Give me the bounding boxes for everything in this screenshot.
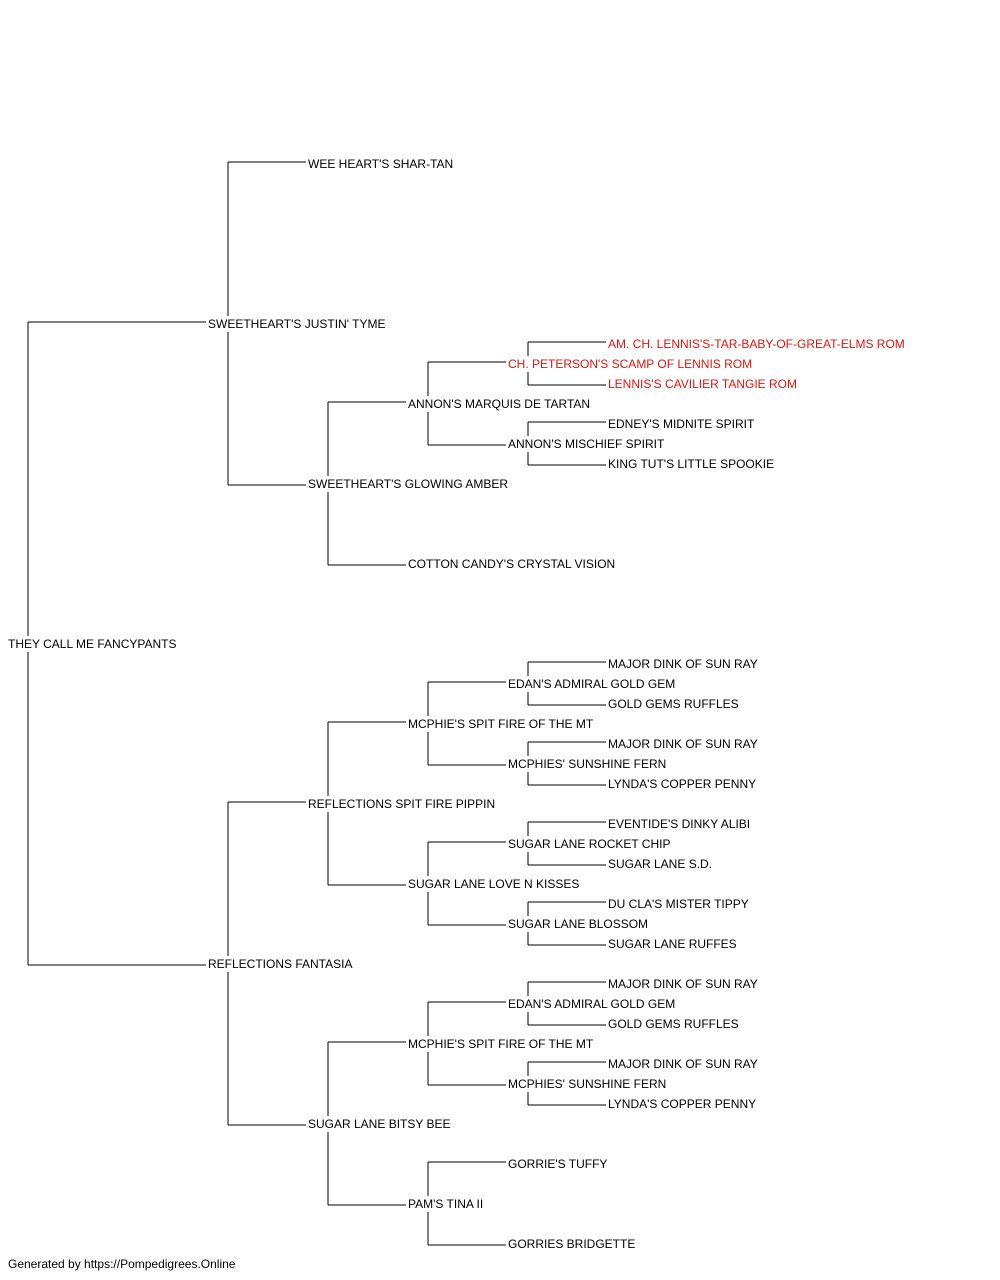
dam-sire-dam-name: SUGAR LANE LOVE N KISSES [408, 877, 579, 891]
sire-dam-sire-name: ANNON'S MARQUIS DE TARTAN [408, 397, 590, 411]
dam-sire-sire-dam-sire-name: MAJOR DINK OF SUN RAY [608, 737, 758, 751]
dam-sire-name: REFLECTIONS SPIT FIRE PIPPIN [308, 797, 495, 811]
dam-sire-dam-dam-dam-name: SUGAR LANE RUFFES [608, 937, 737, 951]
dam-dam-sire-name: MCPHIE'S SPIT FIRE OF THE MT [408, 1037, 594, 1051]
dam-dam-sire-sire-name: EDAN'S ADMIRAL GOLD GEM [508, 997, 675, 1011]
dam-dam-dam-dam-name: GORRIES BRIDGETTE [508, 1237, 635, 1251]
dam-sire-dam-dam-sire-name: DU CLA'S MISTER TIPPY [608, 897, 749, 911]
footer-credit: Generated by https://Pompedigrees.Online [8, 1257, 236, 1271]
dam-sire-dam-sire-sire-name: EVENTIDE'S DINKY ALIBI [608, 817, 750, 831]
sire-dam-sire-sire-dam-name: LENNIS'S CAVILIER TANGIE ROM [608, 377, 797, 391]
sire-dam-dam-name: COTTON CANDY'S CRYSTAL VISION [408, 557, 615, 571]
dam-dam-sire-sire-dam-name: GOLD GEMS RUFFLES [608, 1017, 739, 1031]
dog-names: THEY CALL ME FANCYPANTS SWEETHEART'S JUS… [8, 157, 905, 1251]
dam-sire-dam-sire-name: SUGAR LANE ROCKET CHIP [508, 837, 670, 851]
dam-name: REFLECTIONS FANTASIA [208, 957, 352, 971]
dam-sire-sire-sire-name: EDAN'S ADMIRAL GOLD GEM [508, 677, 675, 691]
sire-dam-sire-dam-name: ANNON'S MISCHIEF SPIRIT [508, 437, 665, 451]
dam-dam-sire-dam-dam-name: LYNDA'S COPPER PENNY [608, 1097, 756, 1111]
sire-dam-sire-sire-name: CH. PETERSON'S SCAMP OF LENNIS ROM [508, 357, 752, 371]
subject-name: THEY CALL ME FANCYPANTS [8, 637, 177, 651]
dam-sire-sire-name: MCPHIE'S SPIT FIRE OF THE MT [408, 717, 594, 731]
sire-dam-name: SWEETHEART'S GLOWING AMBER [308, 477, 508, 491]
sire-dam-sire-sire-sire-name: AM. CH. LENNIS'S-TAR-BABY-OF-GREAT-ELMS … [608, 337, 905, 351]
sire-name: SWEETHEART'S JUSTIN' TYME [208, 317, 386, 331]
dam-dam-sire-sire-sire-name: MAJOR DINK OF SUN RAY [608, 977, 758, 991]
dam-sire-dam-dam-name: SUGAR LANE BLOSSOM [508, 917, 648, 931]
dam-sire-sire-dam-dam-name: LYNDA'S COPPER PENNY [608, 777, 756, 791]
dam-dam-name: SUGAR LANE BITSY BEE [308, 1117, 451, 1131]
dam-dam-sire-dam-sire-name: MAJOR DINK OF SUN RAY [608, 1057, 758, 1071]
connector-lines [27, 161, 606, 1246]
dam-dam-dam-name: PAM'S TINA II [408, 1197, 483, 1211]
dam-sire-sire-dam-name: MCPHIES' SUNSHINE FERN [508, 757, 666, 771]
dam-sire-sire-sire-sire-name: MAJOR DINK OF SUN RAY [608, 657, 758, 671]
dam-dam-dam-sire-name: GORRIE'S TUFFY [508, 1157, 607, 1171]
sire-sire-name: WEE HEART'S SHAR-TAN [308, 157, 453, 171]
dam-dam-sire-dam-name: MCPHIES' SUNSHINE FERN [508, 1077, 666, 1091]
sire-dam-sire-dam-dam-name: KING TUT'S LITTLE SPOOKIE [608, 457, 774, 471]
dam-sire-dam-sire-dam-name: SUGAR LANE S.D. [608, 857, 712, 871]
dam-sire-sire-sire-dam-name: GOLD GEMS RUFFLES [608, 697, 739, 711]
sire-dam-sire-dam-sire-name: EDNEY'S MIDNITE SPIRIT [608, 417, 755, 431]
